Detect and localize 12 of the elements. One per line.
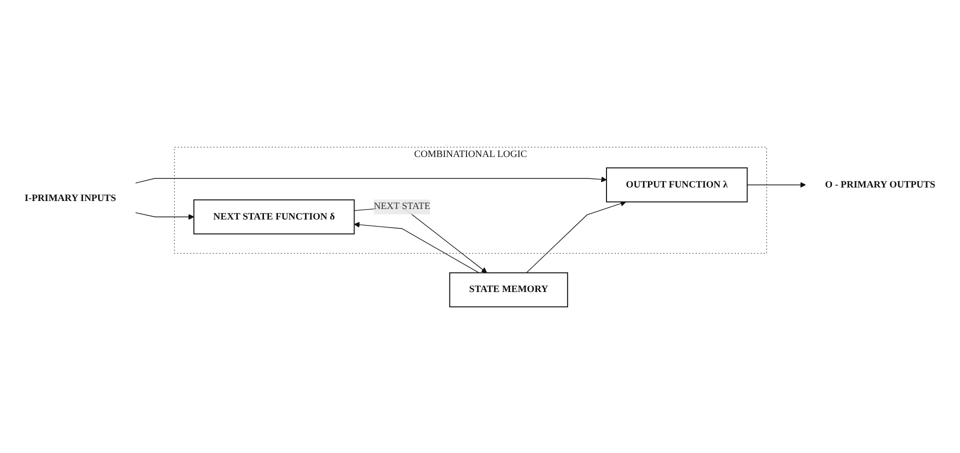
node-box: NEXT STATE FUNCTION δ	[193, 198, 355, 234]
arrow	[354, 221, 480, 273]
node-box: OUTPUT FUNCTION λ	[606, 166, 748, 202]
arrow	[526, 200, 626, 273]
node-box: STATE MEMORY	[449, 272, 568, 307]
node-text: O - PRIMARY OUTPUTS	[825, 179, 936, 190]
arrow	[354, 206, 488, 273]
arrow	[746, 182, 806, 188]
node-text: I-PRIMARY INPUTS	[24, 192, 116, 204]
arrow	[135, 212, 194, 220]
arrow	[135, 176, 607, 183]
edge-label: NEXT STATE	[374, 200, 430, 212]
